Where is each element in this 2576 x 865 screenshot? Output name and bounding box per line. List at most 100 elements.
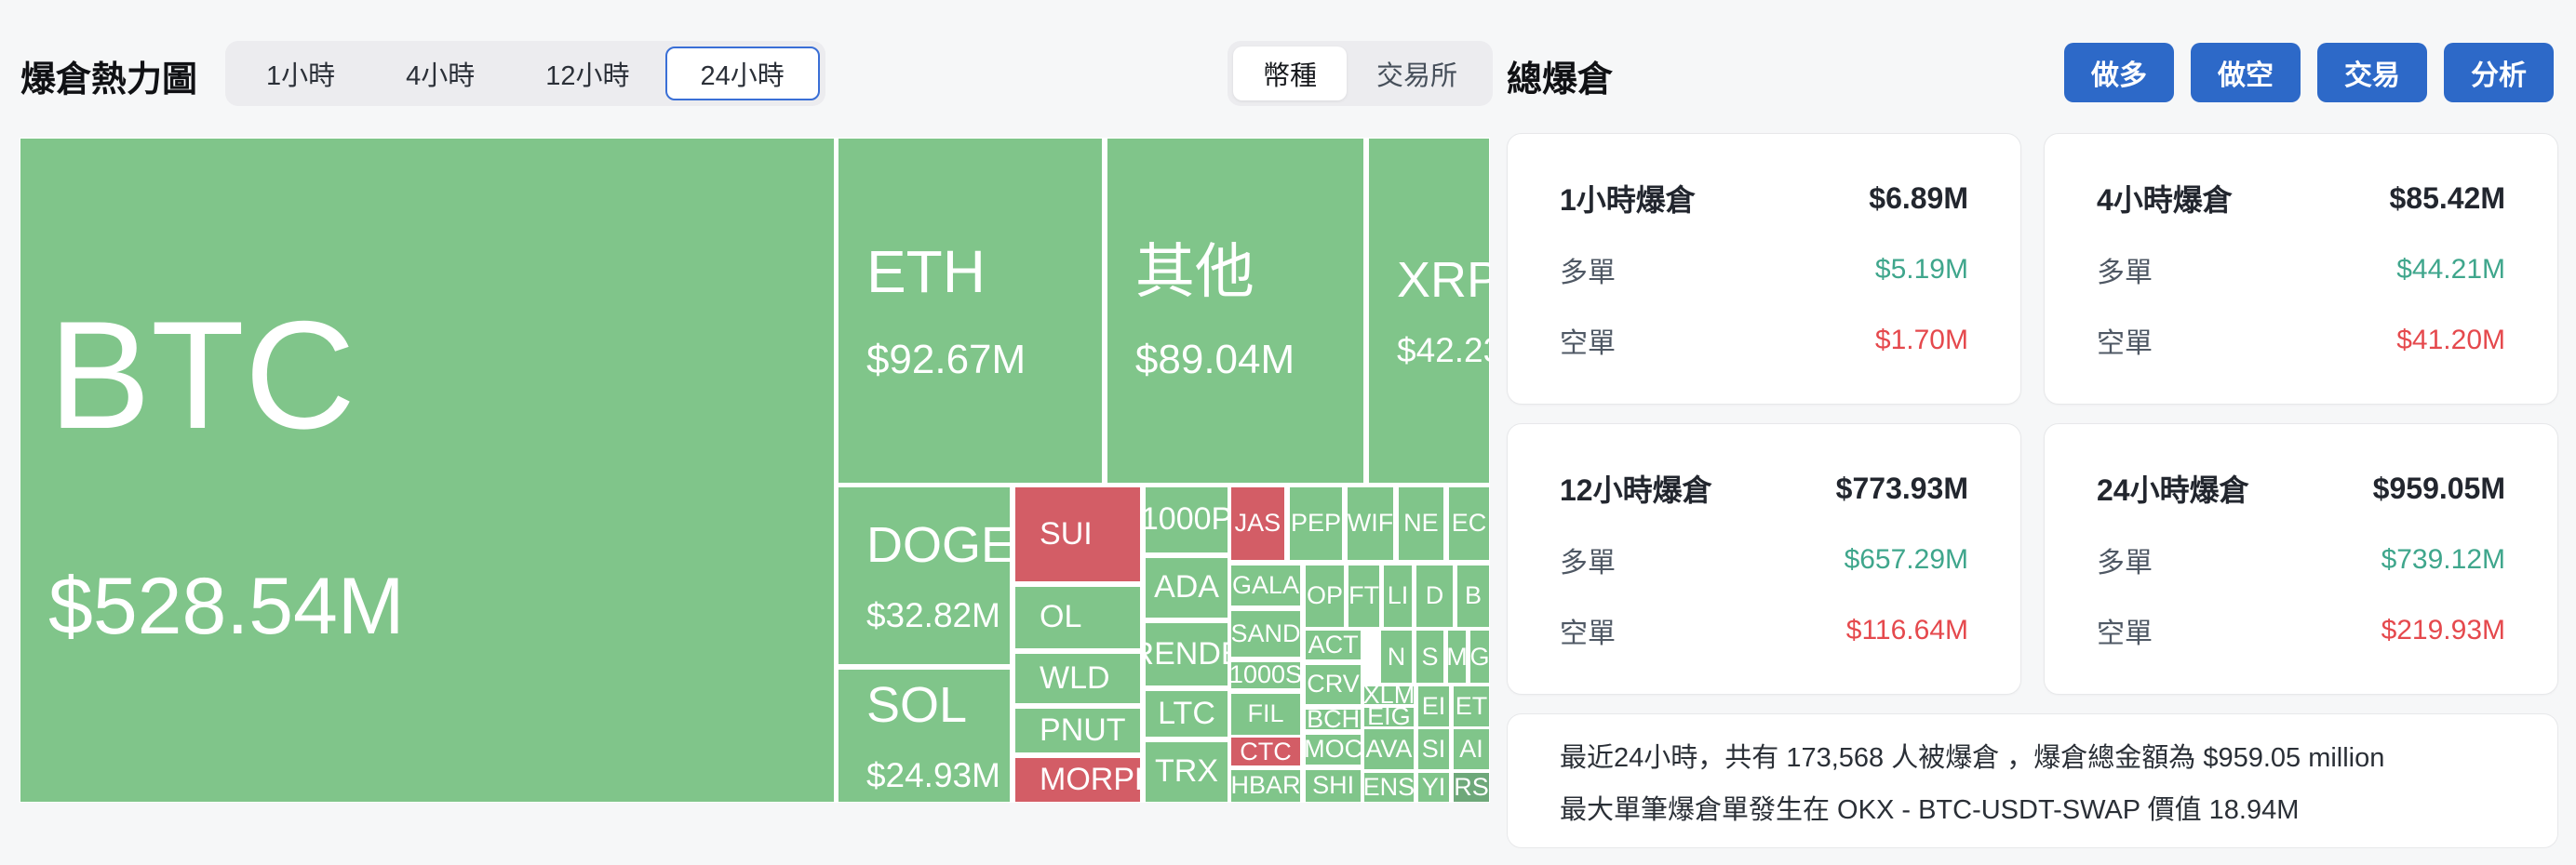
- treemap-cell-JAS[interactable]: JAS: [1229, 486, 1285, 562]
- treemap-cell-XRP[interactable]: XRP $42.23M: [1368, 138, 1490, 484]
- treemap-cell-GALA[interactable]: GALA: [1229, 565, 1301, 606]
- treemap-cell-ETH[interactable]: ETH$92.67M: [837, 138, 1103, 484]
- treemap-cell-PEP[interactable]: PEP: [1289, 486, 1343, 562]
- stat-card-total: $773.93M: [1835, 471, 1968, 505]
- treemap-cell-label: RENDE: [1146, 635, 1228, 672]
- treemap-cell-ACT[interactable]: ACT: [1305, 630, 1362, 661]
- long-value: $5.19M: [1874, 254, 1968, 285]
- time-tab-1小時[interactable]: 1小時: [266, 61, 336, 91]
- treemap-cell-EI[interactable]: EI: [1416, 685, 1450, 727]
- short-label: 空單: [1560, 619, 1616, 649]
- short-label: 空單: [2097, 328, 2153, 359]
- time-range-tabs: 1小時 4小時 12小時 24小時: [225, 41, 825, 106]
- treemap-cell-TRX[interactable]: TRX: [1145, 741, 1229, 803]
- treemap-cell-OL[interactable]: OL: [1014, 585, 1142, 649]
- treemap-cell-FT[interactable]: FT: [1348, 565, 1381, 628]
- short-value: $219.93M: [2381, 615, 2505, 645]
- treemap-cell-SI[interactable]: SI: [1416, 727, 1450, 770]
- treemap-cell-label: OL: [1040, 599, 1082, 635]
- treemap-cell-WLD[interactable]: WLD: [1014, 652, 1142, 704]
- treemap-cell-ADA[interactable]: ADA: [1145, 557, 1229, 619]
- treemap-cell-label: AI: [1459, 734, 1483, 763]
- stat-card-long-row: 多單$739.12M: [2097, 539, 2505, 580]
- treemap-cell-M[interactable]: M: [1447, 630, 1468, 685]
- page-title: 爆倉熱力圖: [20, 60, 198, 100]
- treemap-cell-FIL[interactable]: FIL: [1229, 693, 1301, 736]
- treemap-cell-ENS[interactable]: ENS: [1362, 771, 1415, 803]
- treemap-cell-SHI[interactable]: SHI: [1305, 769, 1362, 803]
- treemap-cell-LI[interactable]: LI: [1382, 565, 1414, 628]
- action-button-做多[interactable]: 做多: [2064, 43, 2174, 102]
- treemap-cell-RENDE[interactable]: RENDE: [1145, 622, 1229, 686]
- treemap-cell-B[interactable]: B: [1456, 565, 1490, 628]
- time-tab-4小時[interactable]: 4小時: [406, 61, 476, 91]
- stat-card-long-row: 多單$657.29M: [1560, 539, 1968, 580]
- treemap-cell-XLM[interactable]: XLM: [1362, 685, 1415, 706]
- treemap-cell-WIF[interactable]: WIF: [1346, 486, 1394, 562]
- treemap-cell-label: JAS: [1234, 509, 1281, 538]
- treemap-cell-label: CTC: [1240, 737, 1292, 765]
- treemap-cell-NE[interactable]: NE: [1397, 486, 1444, 562]
- treemap-cell-1000P[interactable]: 1000P: [1145, 486, 1229, 554]
- treemap-cell-N[interactable]: N: [1379, 630, 1414, 685]
- long-label: 多單: [2097, 548, 2153, 579]
- treemap-cell-label: N: [1387, 642, 1406, 671]
- time-tab-24小時[interactable]: 24小時: [664, 47, 820, 100]
- treemap-cell-label: BCH: [1307, 708, 1361, 730]
- treemap-cell-SOL[interactable]: SOL$24.93M: [837, 668, 1011, 803]
- treemap-cell-ET[interactable]: ET: [1453, 685, 1490, 727]
- treemap-cell-SUI[interactable]: SUI: [1014, 486, 1142, 583]
- treemap-cell-D[interactable]: D: [1415, 565, 1454, 628]
- treemap-cell-EC[interactable]: EC: [1447, 486, 1490, 562]
- treemap-cell-YI[interactable]: YI: [1416, 771, 1450, 803]
- treemap-cell-OP[interactable]: OP: [1305, 565, 1346, 628]
- treemap-cell-label: AVA: [1365, 734, 1413, 763]
- treemap-cell-label: S: [1421, 642, 1439, 671]
- treemap-cell-1000S[interactable]: 1000S: [1229, 660, 1301, 689]
- action-button-分析[interactable]: 分析: [2444, 43, 2554, 102]
- treemap-cell-value: $528.54M: [48, 562, 405, 652]
- treemap-cell-S[interactable]: S: [1415, 630, 1444, 685]
- treemap-cell-CTC[interactable]: CTC: [1229, 737, 1301, 767]
- treemap-cell-BTC[interactable]: BTC$528.54M: [20, 138, 835, 803]
- treemap-cell-AVA[interactable]: AVA: [1362, 727, 1415, 770]
- treemap-cell-G[interactable]: G: [1469, 630, 1490, 685]
- treemap-cell-label: ADA: [1154, 569, 1219, 606]
- treemap-cell-label: SUI: [1040, 515, 1093, 552]
- treemap-cell-label: WIF: [1347, 509, 1394, 538]
- stat-card-short-row: 空單$41.20M: [2097, 320, 2505, 361]
- treemap-cell-SAND[interactable]: SAND: [1229, 610, 1301, 658]
- treemap-cell-value: $42.23M: [1397, 330, 1489, 369]
- treemap-cell-PNUT[interactable]: PNUT: [1014, 707, 1142, 753]
- stat-card-header-row: 1小時爆倉$6.89M: [1560, 177, 1968, 220]
- long-label: 多單: [2097, 258, 2153, 288]
- treemap-cell-CRV[interactable]: CRV: [1305, 663, 1362, 705]
- treemap-cell-LTC[interactable]: LTC: [1145, 690, 1229, 738]
- treemap-cell-AI[interactable]: AI: [1453, 727, 1490, 770]
- treemap-cell-RS[interactable]: RS: [1453, 771, 1490, 803]
- treemap-cell-BCH[interactable]: BCH: [1305, 708, 1362, 730]
- treemap-cell-label: TRX: [1155, 753, 1219, 790]
- treemap-cell-MORPHO[interactable]: MORPHO: [1014, 757, 1142, 803]
- treemap-cell-其他[interactable]: 其他$89.04M: [1106, 138, 1364, 484]
- treemap-cell-label: XLM: [1362, 685, 1415, 706]
- stat-card-long-row: 多單$44.21M: [2097, 249, 2505, 290]
- treemap-cell-label: SOL: [865, 676, 968, 733]
- treemap-cell-HBAR[interactable]: HBAR: [1229, 769, 1301, 803]
- action-button-交易[interactable]: 交易: [2317, 43, 2427, 102]
- stat-card-total: $959.05M: [2372, 471, 2505, 505]
- time-tab-12小時[interactable]: 12小時: [545, 61, 630, 91]
- treemap-cell-EIG[interactable]: EIG: [1362, 706, 1415, 727]
- treemap-cell-label: G: [1469, 642, 1490, 671]
- treemap-cell-MOC[interactable]: MOC: [1305, 733, 1362, 766]
- view-toggle-交易所[interactable]: 交易所: [1376, 61, 1458, 91]
- treemap-cell-DOGE[interactable]: DOGE$32.82M: [837, 486, 1011, 665]
- long-value: $657.29M: [1844, 544, 1968, 575]
- summary-line-1: 最近24小時，共有 173,568 人被爆倉 ，爆倉總金額為 $959.05 m…: [1560, 742, 2385, 773]
- action-button-做空[interactable]: 做空: [2191, 43, 2301, 102]
- treemap-cell-label: B: [1464, 581, 1482, 610]
- treemap-cell-label: XRP: [1397, 251, 1490, 308]
- view-toggle-幣種[interactable]: 幣種: [1233, 47, 1348, 100]
